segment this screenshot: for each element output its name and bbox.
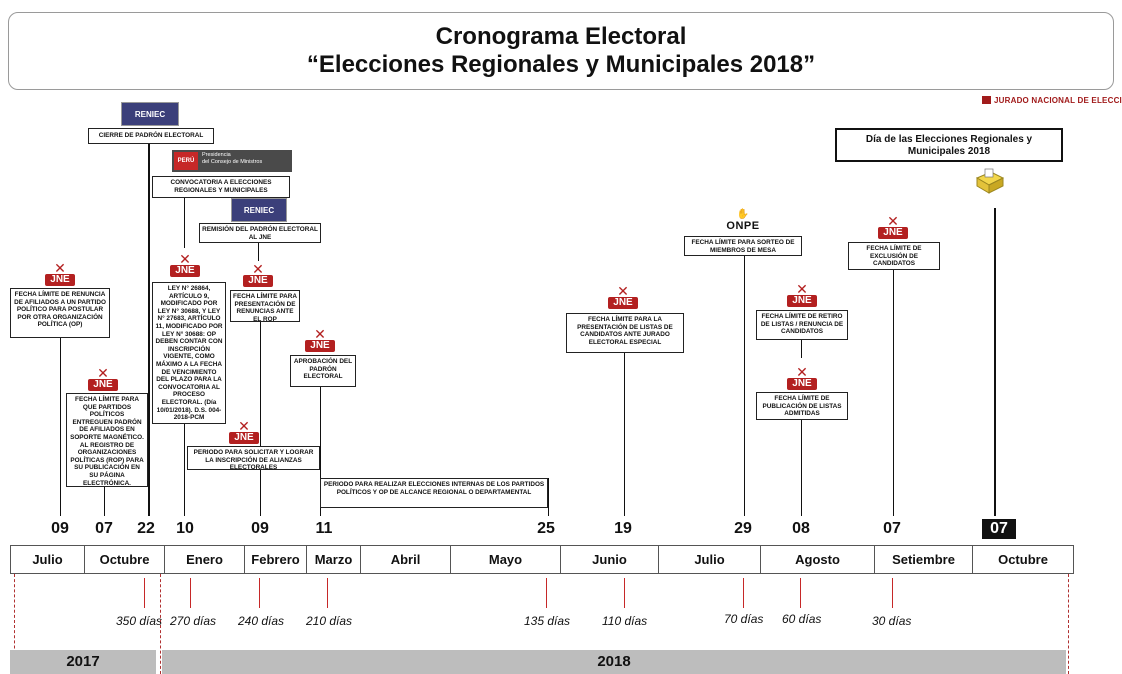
connector-line	[994, 208, 996, 516]
page-title: Cronograma Electoral	[435, 23, 687, 50]
event-publicacion-listas: FECHA LÍMITE DE PUBLICACIÓN DE LISTAS AD…	[756, 392, 848, 420]
connector-line	[801, 340, 802, 358]
connector-line	[148, 144, 150, 516]
countdown-tick	[743, 578, 744, 608]
connector-line	[320, 387, 321, 516]
election-day-box: Día de las Elecciones Regionales y Munic…	[835, 128, 1063, 162]
event-aprobacion-padron: APROBACIÓN DEL PADRÓN ELECTORAL	[290, 355, 356, 387]
connector-line	[744, 256, 745, 516]
day-label: 11	[315, 520, 333, 537]
event-sorteo-mesa: FECHA LÍMITE PARA SORTEO DE MIEMBROS DE …	[684, 236, 802, 256]
day-label: 08	[792, 520, 810, 537]
year-separator	[14, 574, 15, 674]
title-box: Cronograma Electoral “Elecciones Regiona…	[8, 12, 1114, 90]
countdown-label: 60 días	[782, 612, 822, 626]
day-label: 29	[734, 520, 752, 537]
connector-line	[184, 198, 185, 248]
month-cell: Marzo	[307, 546, 361, 573]
day-label: 22	[137, 520, 155, 537]
jne-logo: ✕JNE	[229, 419, 259, 446]
onpe-logo: ✋ONPE	[726, 209, 760, 233]
connector-line	[260, 322, 261, 516]
jne-emblem-icon	[982, 96, 991, 104]
year-bar-2018: 2018	[162, 650, 1066, 674]
countdown-label: 210 días	[306, 614, 353, 628]
month-cell: Octubre	[998, 552, 1048, 567]
connector-line	[624, 353, 625, 516]
month-bar: Julio Octubre Enero Febrero Marzo Abril …	[10, 545, 1074, 574]
jne-logo: ✕JNE	[88, 366, 118, 393]
countdown-label: 350 días	[116, 614, 163, 628]
reniec-logo: RENIEC	[231, 198, 287, 222]
connector-line	[258, 243, 259, 261]
month-cell: Julio	[11, 546, 85, 573]
month-cell: Julio	[659, 546, 761, 573]
countdown-tick	[259, 578, 260, 608]
event-renuncia-op: FECHA LÍMITE DE RENUNCIA DE AFILIADOS A …	[10, 288, 110, 338]
countdown-label: 30 días	[872, 614, 912, 628]
pcm-logo: PERÚ Presidencia del Consejo de Ministro…	[172, 150, 292, 172]
countdown-tick	[327, 578, 328, 608]
jne-logo: ✕JNE	[170, 252, 200, 279]
jne-logo: ✕JNE	[45, 261, 75, 288]
day-label: 07	[95, 520, 113, 537]
month-cell: Octubre	[85, 546, 165, 573]
countdown-tick	[144, 578, 145, 608]
countdown-tick	[546, 578, 547, 608]
event-convocatoria: CONVOCATORIA A ELECCIONES REGIONALES Y M…	[152, 176, 290, 198]
event-cierre-padron: CIERRE DE PADRÓN ELECTORAL	[88, 128, 214, 144]
day-label: 25	[537, 520, 555, 537]
event-ley: LEY N° 26864, ARTÍCULO 9, MODIFICADO POR…	[152, 282, 226, 424]
countdown-tick	[800, 578, 801, 608]
month-cell: Abril	[361, 546, 451, 573]
connector-line	[893, 270, 894, 516]
countdown-tick	[624, 578, 625, 608]
year-separator	[1068, 574, 1069, 674]
jne-logo: ✕JNE	[243, 262, 273, 289]
day-label: 10	[176, 520, 194, 537]
month-cell: Setiembre	[875, 546, 973, 573]
jne-corner-logo: JURADO NACIONAL DE ELECCIONES	[982, 96, 1122, 105]
jne-logo: ✕JNE	[305, 327, 335, 354]
countdown-label: 135 días	[524, 614, 571, 628]
event-presentacion-renuncias: FECHA LÍMITE PARA PRESENTACIÓN DE RENUNC…	[230, 290, 300, 322]
event-elecciones-internas: PERIODO PARA REALIZAR ELECCIONES INTERNA…	[320, 478, 548, 508]
jne-logo: ✕JNE	[878, 214, 908, 241]
countdown-tick	[892, 578, 893, 608]
month-cell: Junio	[561, 546, 659, 573]
day-label-election: 07	[982, 519, 1016, 539]
day-label: 07	[883, 520, 901, 537]
event-exclusion: FECHA LÍMITE DE EXCLUSIÓN DE CANDIDATOS	[848, 242, 940, 270]
year-bar-2017: 2017	[10, 650, 156, 674]
jne-logo: ✕JNE	[787, 282, 817, 309]
connector-line	[801, 420, 802, 516]
countdown-tick	[190, 578, 191, 608]
connector-line	[104, 487, 105, 516]
page-subtitle: “Elecciones Regionales y Municipales 201…	[306, 51, 816, 78]
jne-logo: ✕JNE	[787, 365, 817, 392]
year-separator	[160, 574, 161, 674]
month-cell: Mayo	[451, 546, 561, 573]
connector-line	[60, 338, 61, 516]
countdown-label: 240 días	[238, 614, 285, 628]
event-remision-padron: REMISIÓN DEL PADRÓN ELECTORAL AL JNE	[199, 223, 321, 243]
day-label: 09	[251, 520, 269, 537]
connector-line	[548, 478, 549, 516]
month-cell: Enero	[165, 546, 245, 573]
day-label: 19	[614, 520, 632, 537]
reniec-logo: RENIEC	[121, 102, 179, 126]
event-retiro-listas: FECHA LÍMITE DE RETIRO DE LISTAS / RENUN…	[756, 310, 848, 340]
jne-logo: ✕JNE	[608, 284, 638, 311]
day-label: 09	[51, 520, 69, 537]
countdown-label: 70 días	[724, 612, 764, 626]
month-cell: Agosto	[761, 546, 875, 573]
event-listas-candidatos: FECHA LÍMITE PARA LA PRESENTACIÓN DE LIS…	[566, 313, 684, 353]
event-padron-afiliados: FECHA LÍMITE PARA QUE PARTIDOS POLÍTICOS…	[66, 393, 148, 487]
event-alianzas: PERIODO PARA SOLICITAR Y LOGRAR LA INSCR…	[187, 446, 320, 470]
countdown-label: 110 días	[602, 614, 648, 628]
month-cell: Febrero	[245, 546, 307, 573]
connector-line	[184, 424, 185, 516]
countdown-label: 270 días	[170, 614, 217, 628]
ballot-box-icon	[975, 168, 1005, 194]
